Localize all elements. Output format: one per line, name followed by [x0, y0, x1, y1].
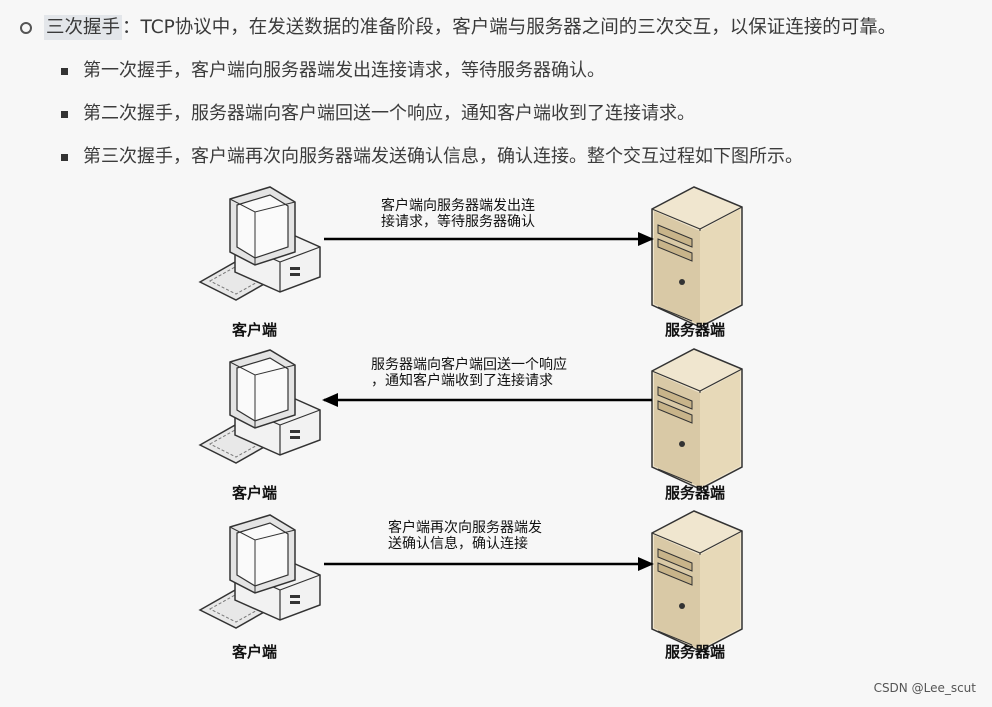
server-label-2: 服务器端 [665, 484, 726, 502]
client-computer-icon-3 [199, 514, 321, 629]
heading-term: 三次握手 [44, 15, 123, 40]
server-icon-1 [651, 186, 743, 328]
message-3-line1: 客户端再次向服务器端发 [388, 520, 542, 536]
main-bullet-icon [20, 22, 32, 34]
step-1-text: 第一次握手，客户端向服务器端发出连接请求，等待服务器确认。 [83, 60, 605, 81]
step-1-bullet-icon [61, 68, 68, 75]
step-3-bullet-icon [61, 154, 68, 161]
message-1-line1: 客户端向服务器端发出连 [381, 198, 535, 214]
client-computer-icon-2 [199, 349, 321, 464]
server-icon-2 [651, 348, 743, 490]
message-2-line2: ，通知客户端收到了连接请求 [371, 373, 553, 389]
message-2-line1: 服务器端向客户端回送一个响应 [371, 357, 567, 373]
message-3: 客户端再次向服务器端发 送确认信息，确认连接 [388, 520, 542, 552]
step-2-text: 第二次握手，服务器端向客户端回送一个响应，通知客户端收到了连接请求。 [83, 103, 695, 124]
message-1-line2: 接请求，等待服务器确认 [381, 214, 535, 230]
watermark: CSDN @Lee_scut [873, 681, 976, 695]
message-2: 服务器端向客户端回送一个响应 ，通知客户端收到了连接请求 [371, 357, 567, 389]
step-3-text: 第三次握手，客户端再次向服务器端发送确认信息，确认连接。整个交互过程如下图所示。 [83, 146, 803, 167]
message-3-line2: 送确认信息，确认连接 [388, 536, 528, 552]
heading-rest: ：TCP协议中，在发送数据的准备阶段，客户端与服务器之间的三次交互，以保证连接的… [122, 17, 897, 38]
server-label-1: 服务器端 [665, 321, 726, 339]
client-label-3: 客户端 [232, 643, 278, 661]
message-1: 客户端向服务器端发出连 接请求，等待服务器确认 [381, 198, 535, 230]
heading-line: 三次握手：TCP协议中，在发送数据的准备阶段，客户端与服务器之间的三次交互，以保… [44, 14, 896, 42]
client-label-1: 客户端 [232, 321, 278, 339]
client-computer-icon-1 [199, 186, 321, 301]
server-icon-3 [651, 510, 743, 652]
server-label-3: 服务器端 [665, 643, 726, 661]
step-2-bullet-icon [61, 111, 68, 118]
client-label-2: 客户端 [232, 484, 278, 502]
